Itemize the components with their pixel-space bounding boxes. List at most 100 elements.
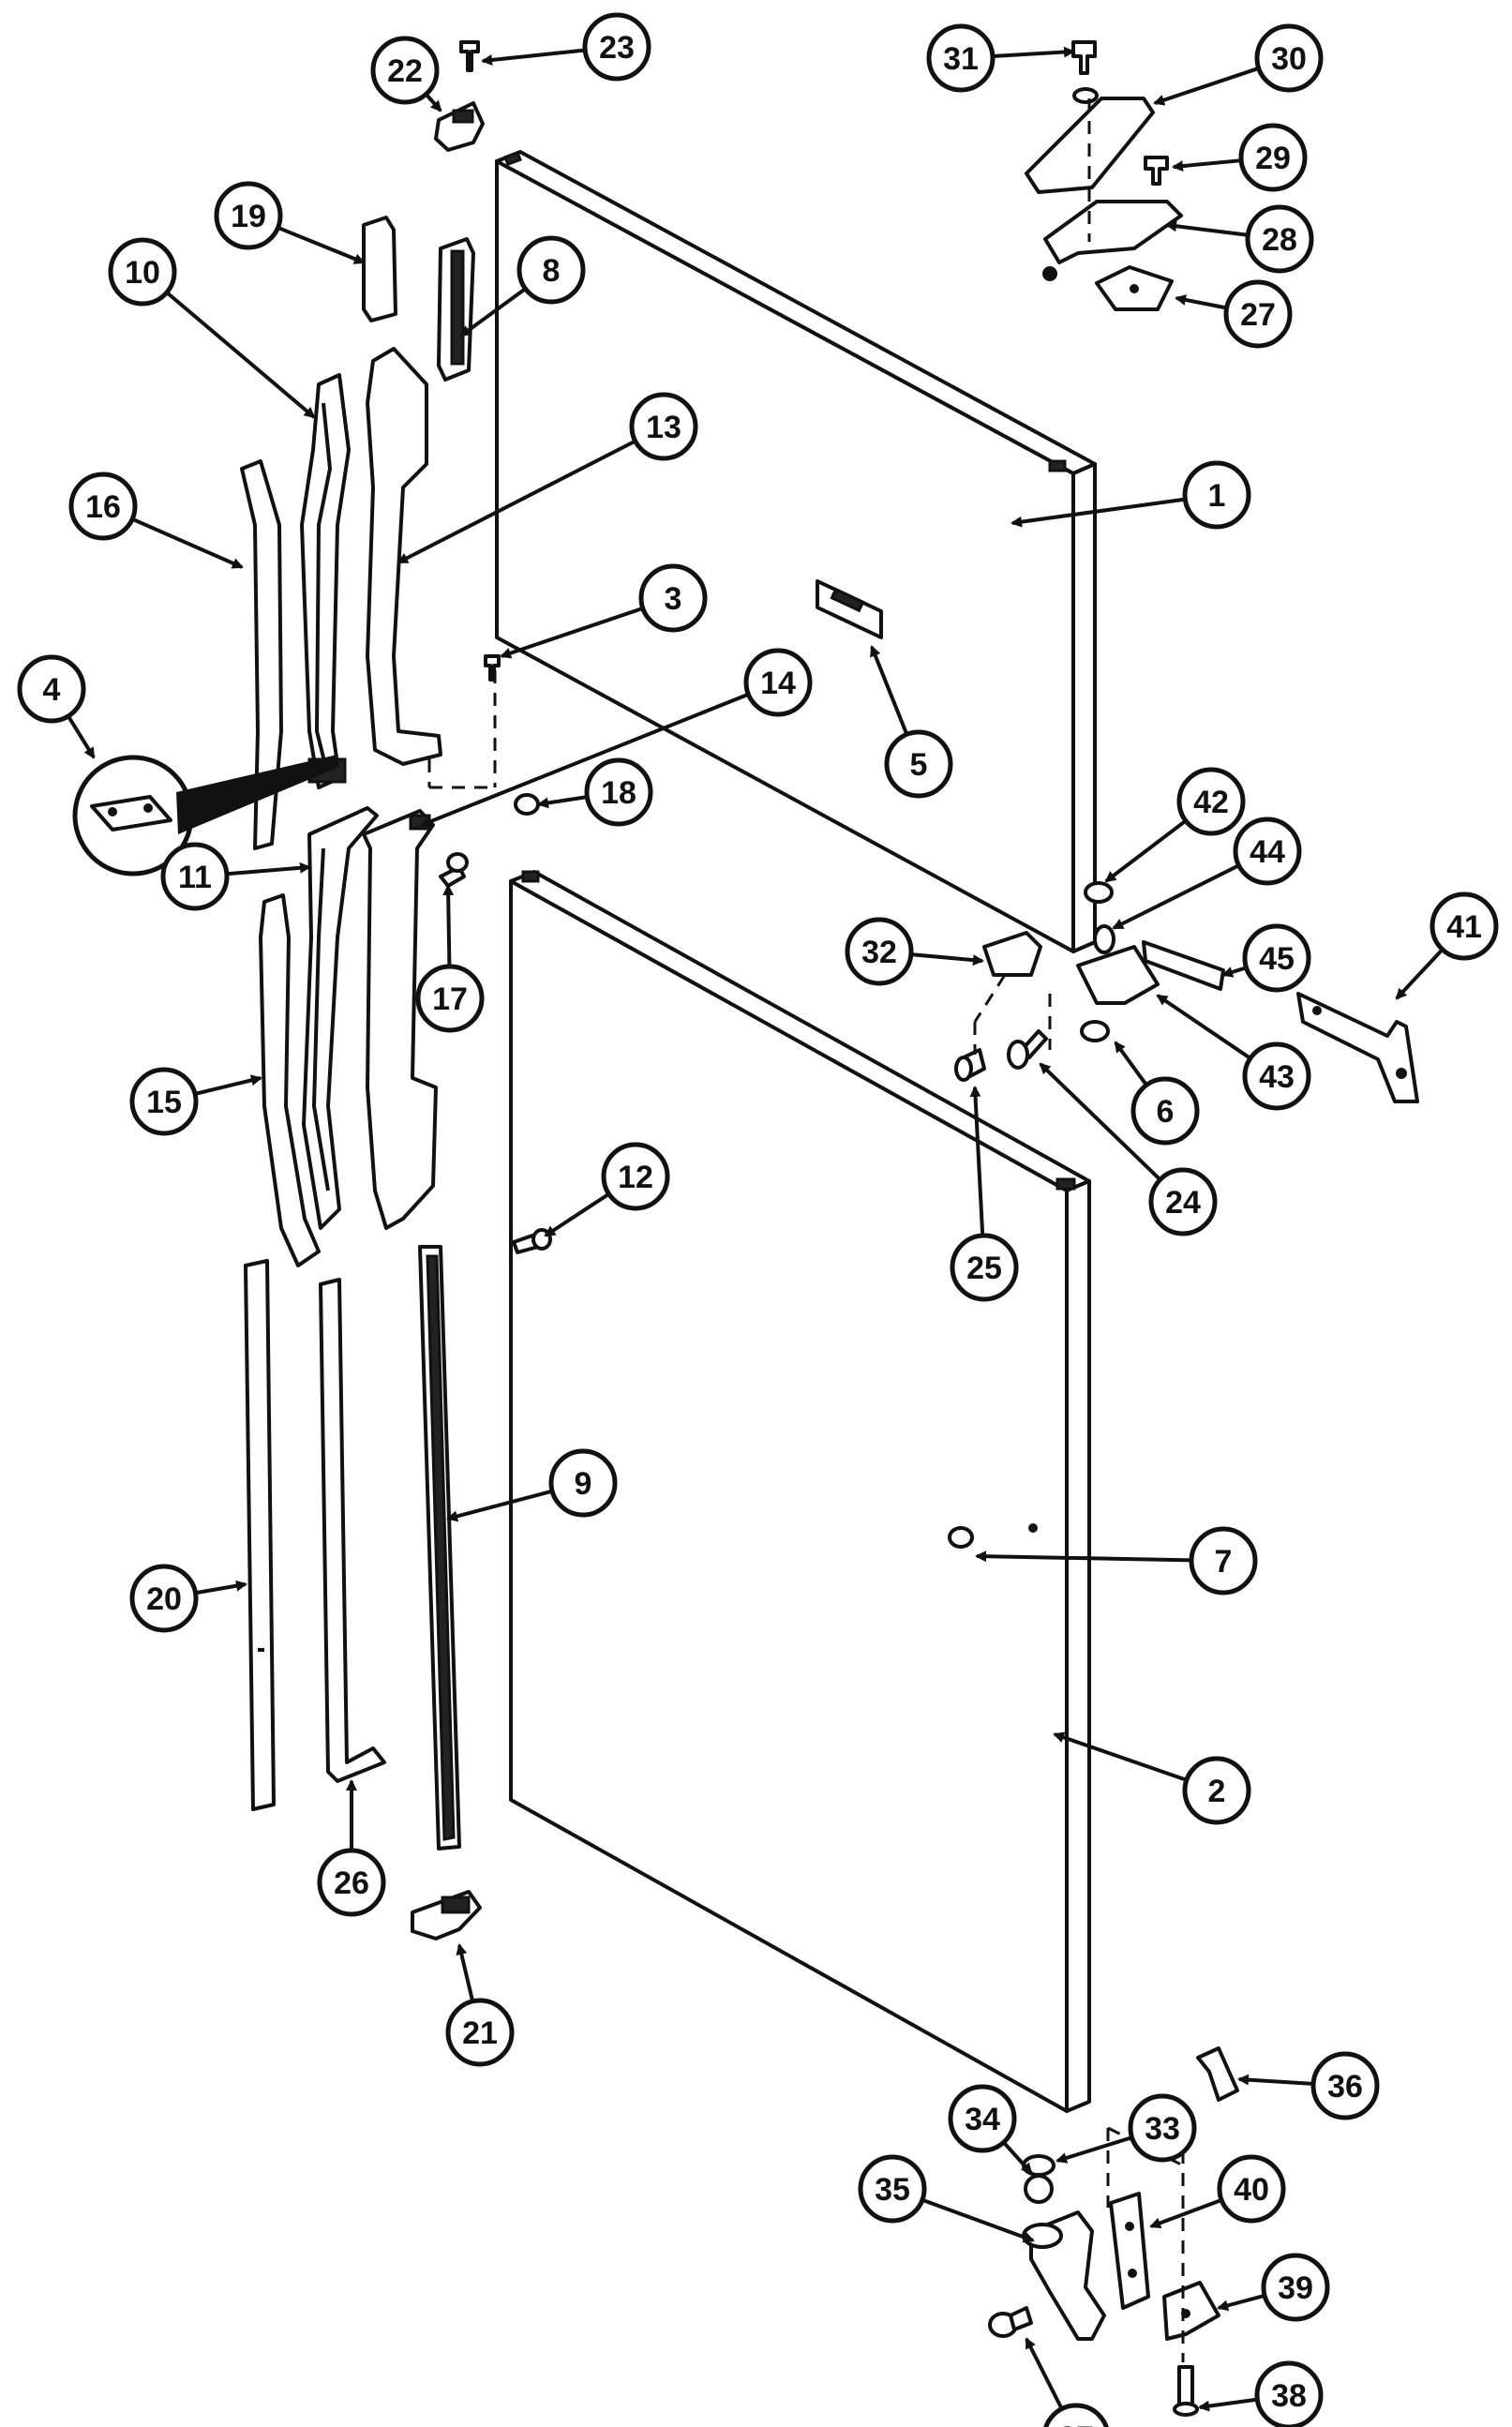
callout-circle-1 bbox=[1182, 460, 1251, 530]
callout-circle-4 bbox=[17, 654, 86, 724]
callout-label-33: 33 bbox=[1145, 2111, 1180, 2147]
callout-circle-32 bbox=[845, 917, 914, 986]
callout-label-16: 16 bbox=[85, 489, 121, 525]
callout-label-18: 18 bbox=[601, 775, 636, 811]
leader-line-1 bbox=[1010, 497, 1186, 528]
leader-line-10 bbox=[165, 291, 316, 419]
callout-circle-27 bbox=[1223, 279, 1293, 349]
callout-circle-17 bbox=[415, 964, 485, 1033]
callout-circle-39 bbox=[1261, 2253, 1330, 2322]
callout-label-19: 19 bbox=[231, 199, 266, 234]
lower-gasket-strip bbox=[302, 806, 379, 1230]
callout-circle-28 bbox=[1245, 204, 1314, 274]
upper-handle-trim bbox=[240, 459, 283, 850]
vertical-trim-mid bbox=[319, 1278, 386, 1783]
leader-line-39 bbox=[1217, 2293, 1265, 2312]
leader-line-30 bbox=[1153, 66, 1260, 106]
callout-label-27: 27 bbox=[1240, 297, 1276, 333]
top-hinge-assembly bbox=[1025, 97, 1183, 311]
callout-circle-3 bbox=[638, 563, 708, 633]
screw-parts bbox=[439, 40, 1199, 2417]
callout-label-20: 20 bbox=[146, 1581, 182, 1617]
callout-circle-15 bbox=[129, 1067, 199, 1136]
callout-circle-20 bbox=[129, 1564, 199, 1633]
leader-line-16 bbox=[131, 517, 244, 569]
callout-circle-21 bbox=[445, 1998, 515, 2067]
callout-label-21: 21 bbox=[462, 2015, 498, 2051]
callout-label-17: 17 bbox=[432, 981, 468, 1017]
leader-line-13 bbox=[397, 439, 636, 564]
leader-line-3 bbox=[500, 607, 644, 659]
leader-line-27 bbox=[1175, 294, 1228, 310]
callout-label-12: 12 bbox=[618, 1160, 653, 1195]
callout-circle-41 bbox=[1430, 891, 1499, 961]
callout-label-13: 13 bbox=[646, 410, 681, 445]
leader-line-23 bbox=[481, 48, 586, 66]
leader-line-7 bbox=[975, 1551, 1192, 1563]
vertical-trim-left bbox=[244, 1259, 276, 1811]
callout-circle-23 bbox=[582, 12, 651, 82]
callout-circle-19 bbox=[214, 181, 283, 250]
callout-label-35: 35 bbox=[875, 2172, 910, 2208]
leader-line-6 bbox=[1114, 1041, 1148, 1086]
leader-line-5 bbox=[870, 645, 909, 736]
lower-handle bbox=[362, 809, 438, 1230]
callout-label-4: 4 bbox=[43, 672, 61, 708]
callout-label-1: 1 bbox=[1208, 478, 1226, 514]
leader-line-36 bbox=[1237, 2074, 1314, 2086]
callout-label-11: 11 bbox=[178, 860, 212, 895]
leader-line-18 bbox=[537, 795, 588, 809]
detail-inset-4 bbox=[72, 755, 339, 876]
callout-label-24: 24 bbox=[1165, 1185, 1201, 1221]
callout-circle-16 bbox=[68, 472, 138, 541]
callout-circle-35 bbox=[858, 2154, 927, 2224]
leader-line-24 bbox=[1039, 1062, 1161, 1181]
callout-circle-7 bbox=[1189, 1526, 1258, 1596]
callout-label-42: 42 bbox=[1193, 785, 1229, 820]
leader-line-38 bbox=[1198, 2397, 1258, 2412]
callout-label-43: 43 bbox=[1259, 1059, 1295, 1095]
callout-labels: 1234567891011121314151617181920212223242… bbox=[17, 12, 1499, 2427]
callout-circle-6 bbox=[1130, 1076, 1200, 1146]
callout-label-41: 41 bbox=[1446, 909, 1482, 945]
callout-label-40: 40 bbox=[1234, 2172, 1269, 2208]
leader-line-34 bbox=[1002, 2140, 1033, 2175]
hinge-cap bbox=[362, 216, 397, 322]
callout-label-39: 39 bbox=[1278, 2270, 1313, 2306]
callout-circle-5 bbox=[884, 729, 953, 799]
leader-line-4 bbox=[67, 714, 96, 759]
leader-line-17 bbox=[442, 884, 455, 967]
callout-label-36: 36 bbox=[1327, 2069, 1363, 2105]
callout-circle-14 bbox=[743, 648, 813, 717]
callout-label-7: 7 bbox=[1215, 1544, 1233, 1580]
callout-label-31: 31 bbox=[943, 41, 979, 77]
callout-label-34: 34 bbox=[965, 2102, 1000, 2137]
leader-line-42 bbox=[1104, 818, 1188, 883]
leader-line-19 bbox=[277, 225, 366, 264]
bottom-hinge-assembly bbox=[1022, 2046, 1239, 2341]
leader-line-37 bbox=[1025, 2337, 1064, 2410]
callout-circle-43 bbox=[1242, 1041, 1311, 1111]
callout-label-30: 30 bbox=[1271, 41, 1307, 77]
callout-label-26: 26 bbox=[334, 1865, 369, 1901]
door-stop-plate bbox=[816, 579, 883, 639]
leader-line-14 bbox=[420, 692, 750, 827]
callout-label-25: 25 bbox=[966, 1251, 1002, 1286]
callout-circle-31 bbox=[926, 23, 996, 93]
callout-circle-44 bbox=[1233, 816, 1302, 886]
callout-label-14: 14 bbox=[760, 666, 796, 701]
callout-circle-10 bbox=[108, 237, 177, 307]
leader-line-45 bbox=[1221, 966, 1248, 978]
leader-line-22 bbox=[425, 93, 442, 112]
callout-label-5: 5 bbox=[910, 747, 928, 783]
callout-circle-45 bbox=[1242, 923, 1311, 993]
callout-label-37: 37 bbox=[1058, 2420, 1094, 2427]
leader-line-21 bbox=[456, 1943, 475, 2002]
callout-circle-9 bbox=[548, 1448, 618, 1518]
lower-handle-trim bbox=[259, 893, 321, 1267]
callout-circle-33 bbox=[1128, 2093, 1197, 2163]
leader-line-31 bbox=[992, 46, 1075, 59]
callout-circle-37 bbox=[1043, 2403, 1109, 2427]
callout-circle-42 bbox=[1176, 767, 1246, 836]
